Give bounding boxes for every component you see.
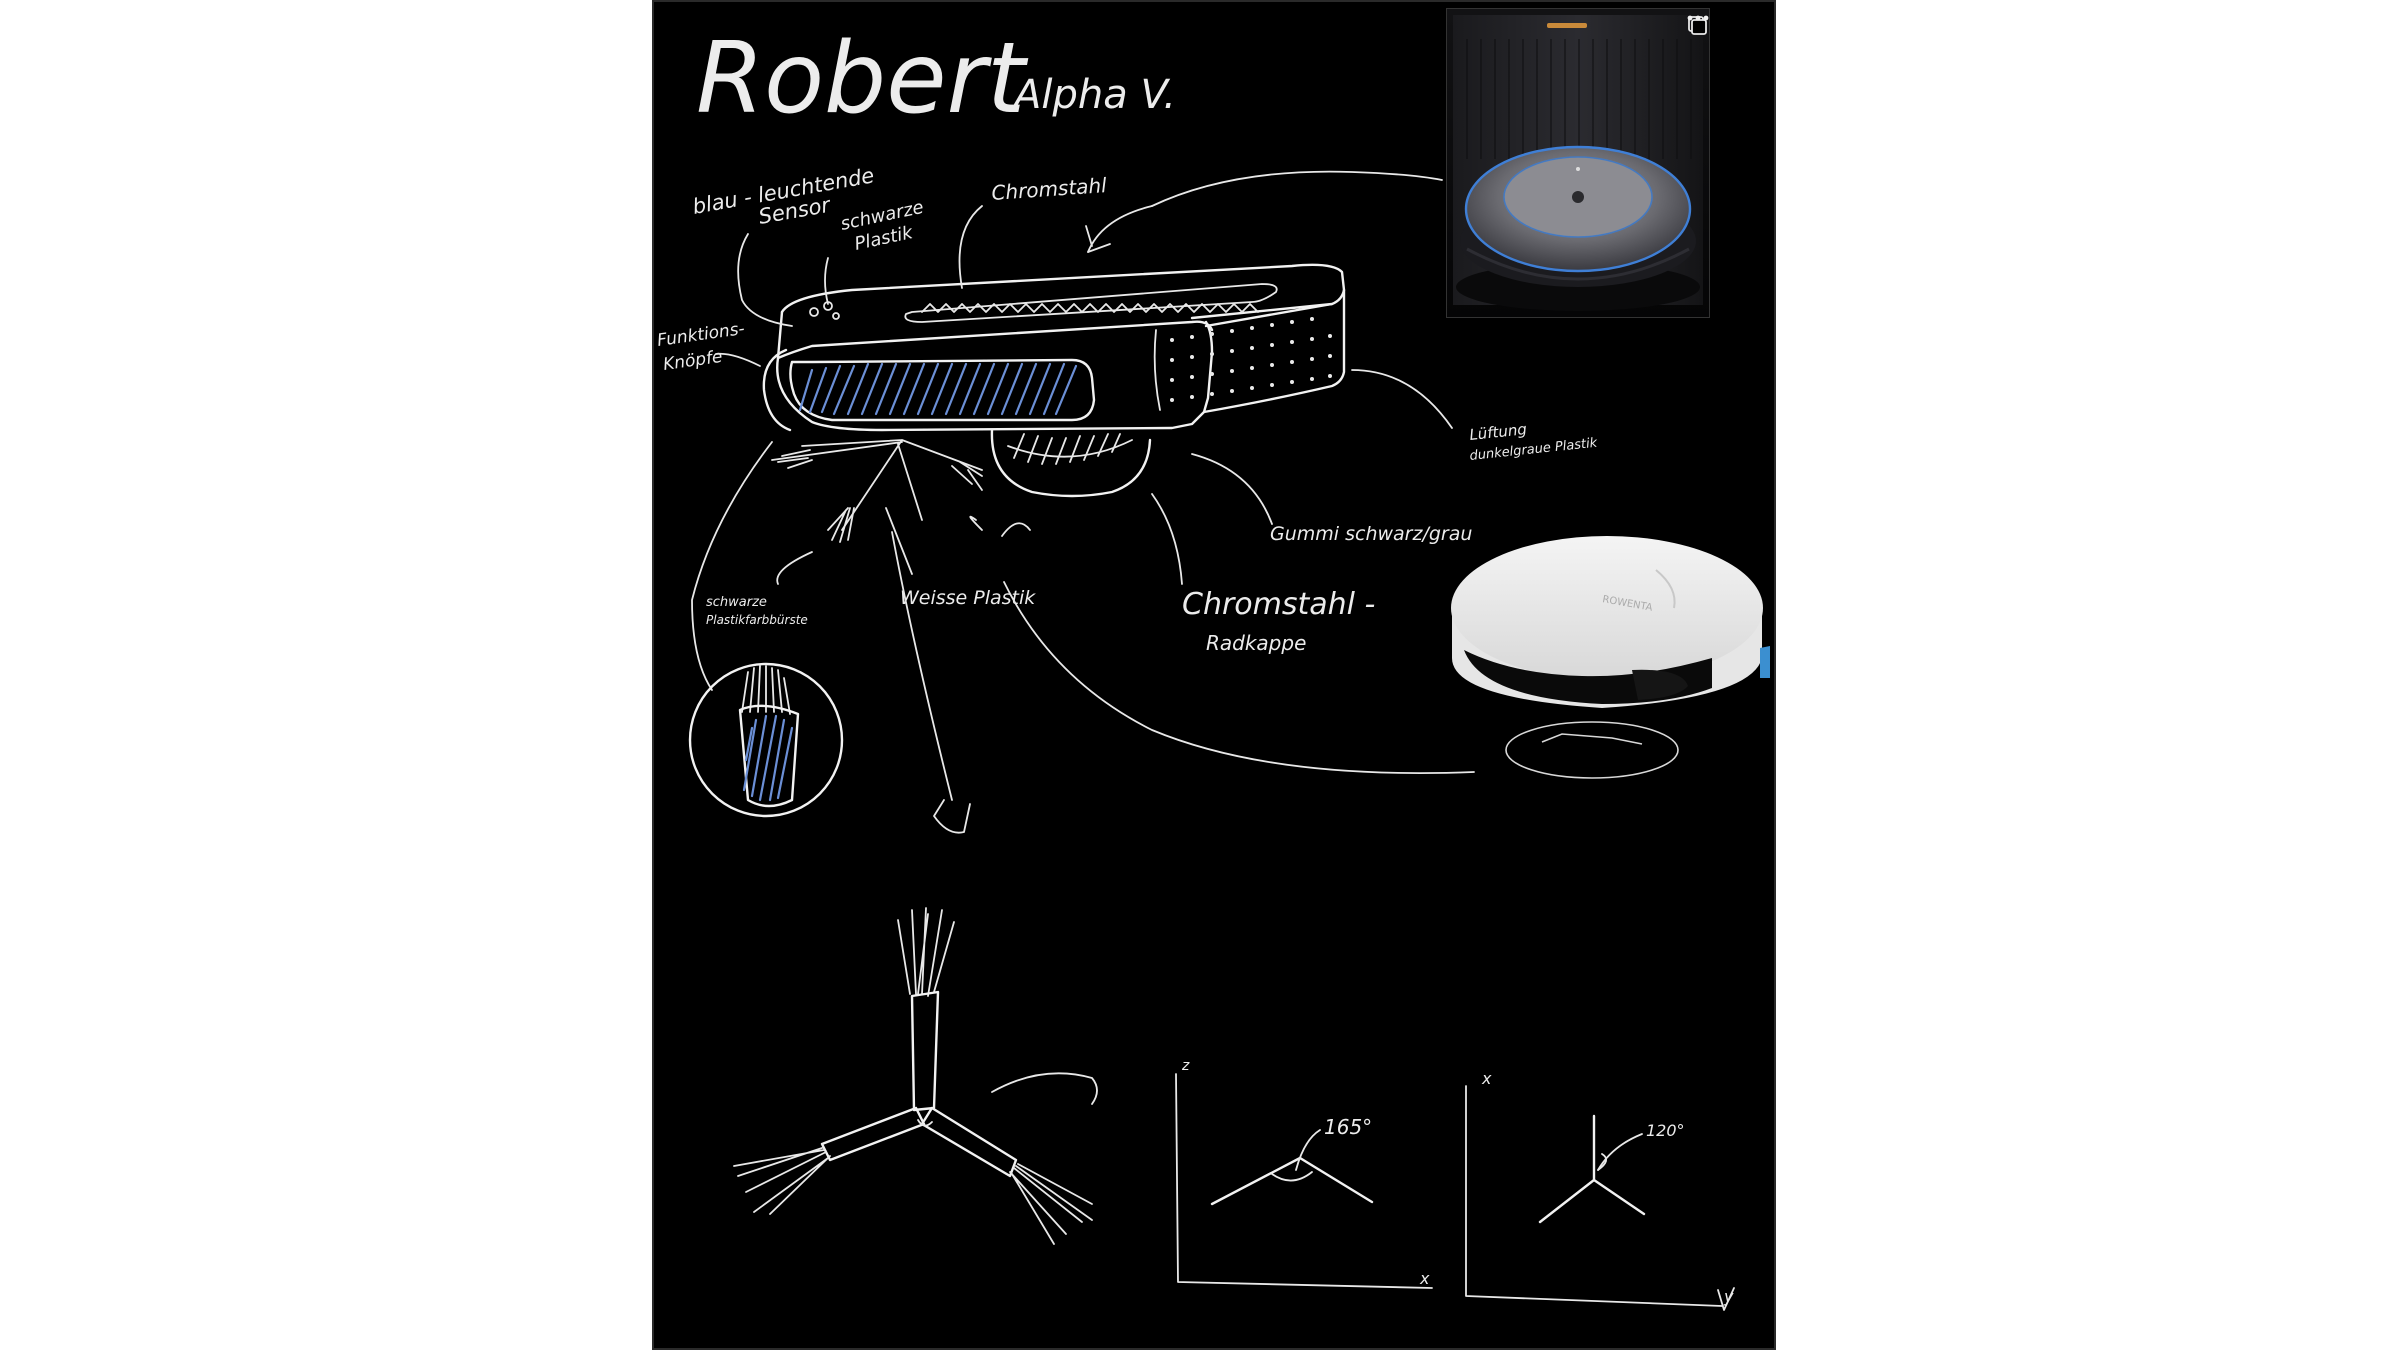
side-brush-sketch xyxy=(734,908,1097,1244)
callout-lines xyxy=(692,172,1474,833)
label-brush-material: Plastikfarbbürste xyxy=(706,613,808,627)
angle-165-label: 165° xyxy=(1324,1115,1372,1139)
axis-x-label: x xyxy=(1419,1269,1430,1288)
axis-z-label: z xyxy=(1181,1058,1190,1074)
axis-x2-label: x xyxy=(1481,1069,1492,1088)
sketch-canvas[interactable]: ROWENTA Robert Alpha V. blau - leuchtend… xyxy=(652,0,1776,1350)
label-buttons: Knöpfe xyxy=(662,347,724,375)
sketch-layer: Robert Alpha V. blau - leuchtende Sensor… xyxy=(652,0,1776,1350)
label-brush: schwarze xyxy=(706,595,767,610)
brush-detail-circle xyxy=(690,664,842,816)
sketch-subtitle: Alpha V. xyxy=(1011,72,1176,118)
robot-sketch xyxy=(764,265,1344,542)
label-vent: Lüftung xyxy=(1469,420,1528,444)
angle-120-label: 120° xyxy=(1646,1121,1685,1140)
label-rubber: Gummi schwarz/grau xyxy=(1270,523,1472,545)
vent-dots xyxy=(1170,317,1332,402)
sketch-title: Robert xyxy=(696,22,1029,136)
label-chrome: Chromstahl xyxy=(991,173,1108,205)
label-hubcap-2: Radkappe xyxy=(1206,631,1306,655)
label-hubcap: Chromstahl - xyxy=(1182,587,1375,622)
label-function-buttons: Funktions- xyxy=(656,319,746,351)
angle-diagram-top: x y 120° xyxy=(1466,1069,1734,1310)
angle-diagram-side: z x 165° xyxy=(1176,1058,1432,1288)
